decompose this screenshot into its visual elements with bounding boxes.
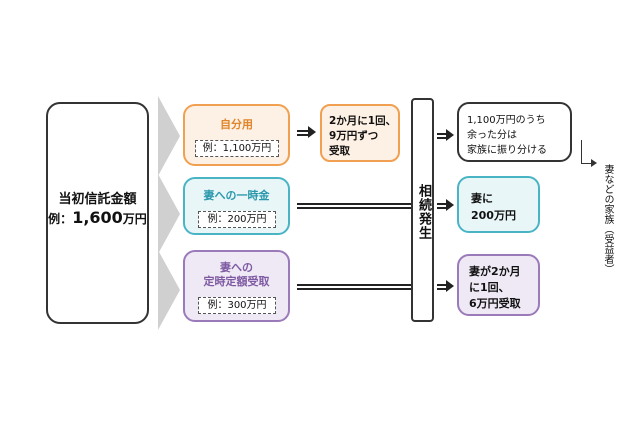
chevron-arrow-1 xyxy=(158,96,180,176)
side-arrow-head xyxy=(591,159,597,167)
chevron-arrow-2 xyxy=(158,174,180,254)
periodic-withdrawal-box: 2か月に1回、 9万円ずつ 受取 xyxy=(320,104,400,162)
mid-line-1: 2か月に1回、 xyxy=(329,115,397,127)
track-lumpsum-example: 例：200万円 xyxy=(198,211,276,228)
side-arrow-horizontal xyxy=(581,163,592,164)
track-lumpsum-box: 妻への一時金 例：200万円 xyxy=(183,177,290,235)
track-periodic-example: 例：300万円 xyxy=(198,297,276,314)
double-arrow-r1-shaft xyxy=(437,133,447,139)
result1-line-2: 余った分は xyxy=(467,130,517,141)
double-arrow-r1-head xyxy=(446,129,454,141)
mid-line-2: 9万円ずつ xyxy=(329,130,379,142)
chevron-arrow-3 xyxy=(158,250,180,330)
inheritance-bar: 相続発生 xyxy=(411,98,434,322)
double-arrow-r3-head xyxy=(446,280,454,292)
track-self-box: 自分用 例：1,100万円 xyxy=(183,104,290,166)
initial-amount-title: 当初信託金額 xyxy=(58,192,137,207)
track-self-label: 自分用 xyxy=(220,118,253,131)
initial-amount-box: 当初信託金額 例：1,600万円 xyxy=(46,102,149,324)
track-periodic-label-1: 妻への xyxy=(220,261,253,274)
track-lumpsum-label: 妻への一時金 xyxy=(203,189,270,202)
result1-line-3: 家族に振り分ける xyxy=(467,145,547,156)
track-self-example: 例：1,100万円 xyxy=(195,140,279,157)
amount-unit: 万円 xyxy=(122,212,147,226)
double-arrow-r3-shaft xyxy=(437,284,447,290)
side-arrow-vertical xyxy=(581,140,582,164)
inheritance-label: 相続発生 xyxy=(416,184,431,240)
double-arrow-r2-head xyxy=(446,199,454,211)
result-wife-periodic-box: 妻が2か月 に1回、 6万円受取 xyxy=(457,254,540,316)
double-line-2 xyxy=(297,203,411,209)
double-arrow-1-head xyxy=(308,126,316,138)
track-periodic-label-2: 定時定額受取 xyxy=(203,275,270,288)
result-wife-lumpsum-box: 妻に 200万円 xyxy=(457,176,540,233)
double-arrow-r2-shaft xyxy=(437,203,447,209)
result1-line-1: 1,100万円のうち xyxy=(467,115,546,126)
example-prefix: 例： xyxy=(48,212,73,226)
result-family-box: 1,100万円のうち 余った分は 家族に振り分ける xyxy=(457,102,572,162)
double-line-3 xyxy=(297,284,411,290)
result2-line-1: 妻に xyxy=(471,192,493,205)
amount-number: 1,600 xyxy=(72,208,123,227)
beneficiary-note: 妻などの家族（受益者） xyxy=(602,164,613,274)
initial-amount-example: 例：1,600万円 xyxy=(48,208,147,227)
track-periodic-box: 妻への 定時定額受取 例：300万円 xyxy=(183,250,290,322)
result2-line-2: 200万円 xyxy=(471,209,516,222)
result3-line-3: 6万円受取 xyxy=(469,297,521,310)
result3-line-2: に1回、 xyxy=(469,281,510,294)
result3-line-1: 妻が2か月 xyxy=(469,265,521,278)
double-arrow-1-shaft xyxy=(297,130,309,136)
mid-line-3: 受取 xyxy=(329,145,350,157)
